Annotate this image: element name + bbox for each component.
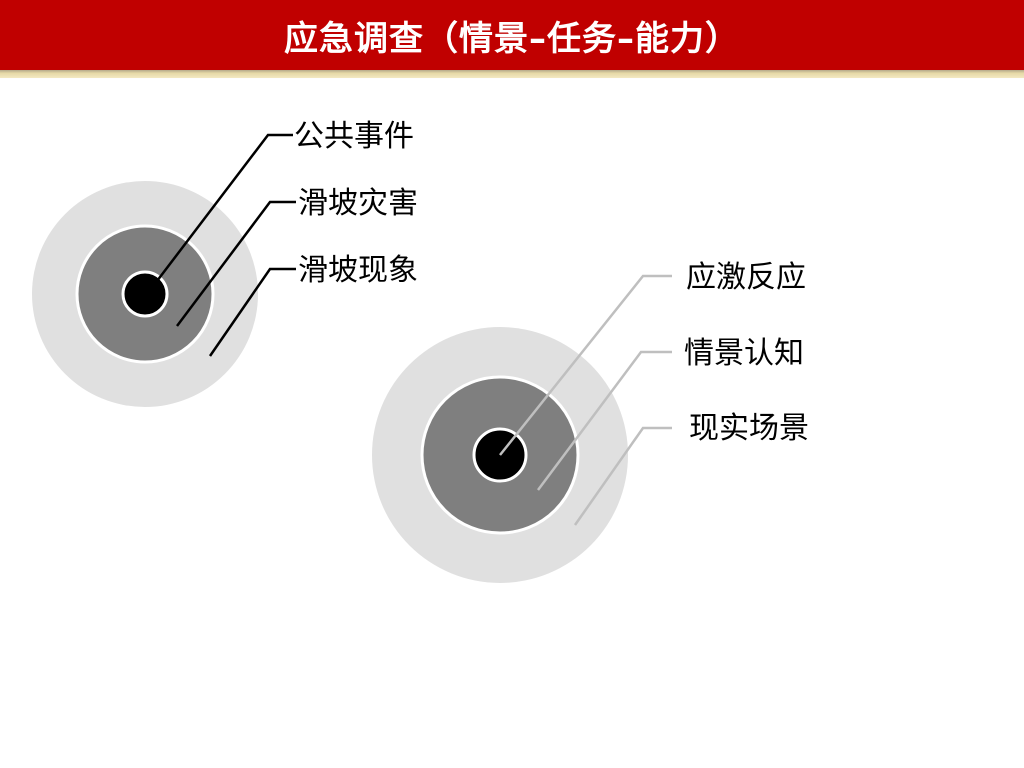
left-leader-line-3 <box>208 267 296 357</box>
right-leader-line-1 <box>499 274 672 456</box>
page-title: 应急调查（情景–任务–能力） <box>284 18 740 59</box>
left-leader-line-2 <box>176 200 296 327</box>
right-label-2: 情景认知 <box>684 336 804 371</box>
left-core <box>121 270 169 318</box>
left-label-1: 公共事件 <box>294 119 414 154</box>
left-concentric-diagram: 公共事件 滑坡灾害 滑坡现象 <box>32 119 418 407</box>
left-leader-line-1 <box>156 133 293 282</box>
right-leader-line-2 <box>536 350 672 491</box>
left-label-2: 滑坡灾害 <box>298 186 418 221</box>
right-label-3: 现实场景 <box>689 411 809 446</box>
right-leader-line-3 <box>573 426 672 526</box>
title-accent-strip <box>0 70 1024 78</box>
title-bar: 应急调查（情景–任务–能力） <box>0 0 1024 70</box>
left-label-3: 滑坡现象 <box>298 253 418 288</box>
right-label-1: 应激反应 <box>686 260 806 295</box>
right-concentric-diagram: 应激反应 情景认知 现实场景 <box>372 260 809 583</box>
